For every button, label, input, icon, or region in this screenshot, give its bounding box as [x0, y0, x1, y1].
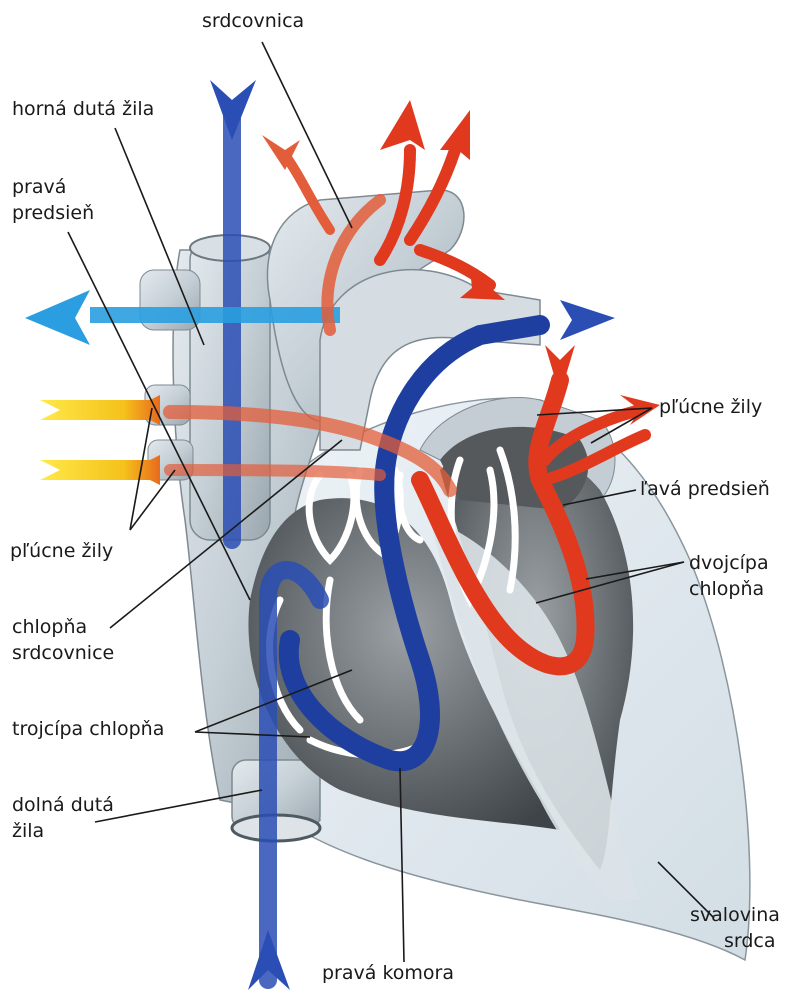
label-trojcipa-chlopna: trojcípa chlopňa: [12, 718, 165, 740]
label-dvojcipa-chlopna: dvojcípa chlopňa: [689, 552, 769, 600]
label-prava-predsien: pravá predsieň: [12, 176, 95, 224]
label-horna-duta-zila: horná dutá žila: [12, 98, 155, 120]
pulmonary-artery-left-arrowhead: [25, 290, 90, 345]
pulmonary-vein-arrow-tail-1: [545, 345, 575, 395]
label-dolna-duta-zila: dolná dutá žila: [12, 794, 114, 842]
pulmonary-vein-arrow-upper: [40, 395, 160, 425]
aorta-arrowhead-2: [440, 110, 470, 160]
label-prava-komora: pravá komora: [322, 962, 454, 984]
label-chlopna-srdcovnice: chlopňa srdcovnice: [12, 616, 115, 664]
pulmonary-vein-arrow-lower: [40, 455, 160, 485]
label-plucne-zily-right: pľúcne žily: [659, 396, 763, 418]
pulmonary-vein-arrow-tail-2: [620, 395, 660, 425]
aorta-arrowhead-1: [380, 100, 425, 150]
label-plucne-zily-left: pľúcne žily: [10, 540, 114, 562]
aorta-arrowhead-4: [262, 135, 300, 170]
label-srdcovnica: srdcovnica: [202, 10, 305, 32]
leader-lines: [67, 41, 715, 963]
label-lava-predsien: ľavá predsieň: [640, 478, 770, 500]
deoxygenated-flow: [223, 101, 550, 989]
pulmonary-artery-right-arrowhead: [560, 300, 615, 340]
aorta-arrowhead-3: [460, 270, 505, 300]
label-svalovina-srdca: svalovina srdca: [690, 904, 780, 952]
oxygenated-flow: [163, 144, 651, 676]
svc-arrowhead: [210, 80, 256, 140]
ivc-arrowhead: [248, 930, 290, 990]
